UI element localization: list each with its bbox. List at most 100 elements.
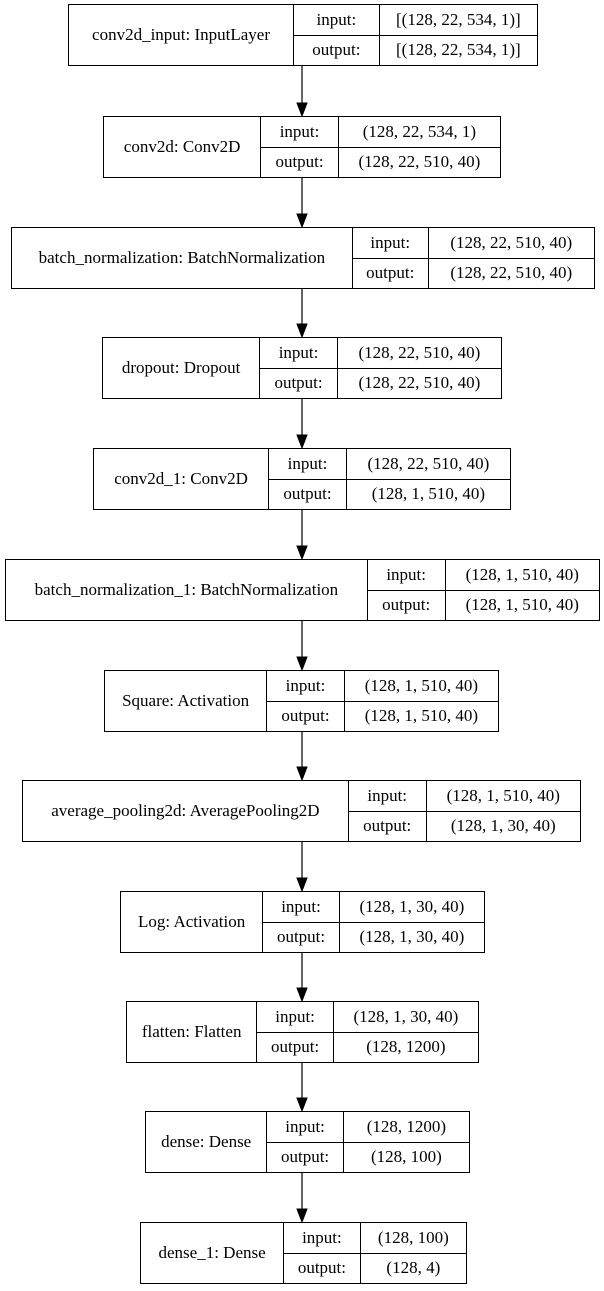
output-label: output:: [363, 816, 412, 836]
input-shape: (128, 1, 510, 40): [344, 671, 498, 702]
layer-name: dense: Dense: [146, 1112, 268, 1172]
output-shape: (128, 100): [370, 1147, 442, 1167]
output-label: output:: [281, 706, 330, 726]
layer-name: batch_normalization_1: BatchNormalizatio…: [6, 560, 368, 620]
output-shape: [(128, 22, 534, 1)]: [396, 40, 521, 60]
connector-arrow: [296, 510, 308, 561]
input-shape: (128, 22, 534, 1): [338, 117, 500, 148]
connector-arrow: [296, 732, 308, 782]
input-shape: (128, 1, 510, 40): [445, 560, 599, 591]
layer-name: dense_1: Dense: [141, 1223, 285, 1283]
shape-column: (128, 1, 30, 40) (128, 1200): [333, 1002, 478, 1062]
arrow-head: [296, 434, 308, 450]
shape-column: (128, 100) (128, 4): [360, 1223, 466, 1283]
shape-column: (128, 22, 534, 1) (128, 22, 510, 40): [338, 117, 500, 177]
input-label: input:: [263, 892, 339, 923]
shape-column: (128, 22, 510, 40) (128, 22, 510, 40): [428, 228, 594, 288]
layer-name: flatten: Flatten: [127, 1002, 258, 1062]
output-label: output:: [382, 595, 431, 615]
io-label-column: input:output:: [257, 1002, 334, 1062]
io-label-column: input: output:: [267, 1112, 344, 1172]
output-shape: (128, 1, 510, 40): [364, 706, 479, 726]
io-label-column: input:output:: [263, 892, 340, 952]
io-label-column: input: output:: [284, 1223, 361, 1283]
output-label: output:: [275, 152, 324, 172]
shape-column: (128, 22, 510, 40) (128, 1, 510, 40): [346, 449, 510, 509]
output-shape: (128, 1200): [366, 1037, 446, 1057]
io-label-column: input: output:: [294, 5, 380, 65]
input-label: input:: [261, 117, 338, 148]
input-shape: (128, 22, 510, 40): [346, 449, 510, 480]
shape-column: (128, 1, 510, 40)(128, 1, 30, 40): [426, 781, 580, 841]
arrow-head: [296, 1097, 308, 1113]
input-label: input:: [284, 1223, 360, 1254]
input-shape: (128, 100): [360, 1223, 466, 1254]
io-label-column: input: output:: [260, 338, 338, 398]
connector-arrow: [296, 289, 308, 339]
input-label: input:: [367, 560, 445, 591]
output-label: output:: [312, 40, 361, 60]
shape-column: (128, 1200) (128, 100): [343, 1112, 469, 1172]
input-shape: (128, 22, 510, 40): [428, 228, 594, 259]
layer-name: conv2d_1: Conv2D: [94, 449, 270, 509]
output-shape: (128, 4): [386, 1258, 441, 1278]
input-label: input:: [267, 1112, 343, 1143]
input-shape: (128, 1, 510, 40): [426, 781, 580, 812]
output-shape: (128, 22, 510, 40): [358, 373, 481, 393]
output-shape: (128, 1, 510, 40): [371, 484, 486, 504]
input-label: input:: [348, 781, 426, 812]
input-shape: (128, 1, 30, 40): [333, 1002, 478, 1033]
layer-name: conv2d: Conv2D: [104, 117, 262, 177]
connector-arrow: [296, 178, 308, 229]
output-label: output:: [280, 1147, 330, 1167]
output-label: output:: [274, 373, 323, 393]
io-label-column: input:output:: [352, 228, 429, 288]
io-label-column: input: output:: [261, 117, 339, 177]
output-shape: (128, 22, 510, 40): [358, 152, 481, 172]
input-shape: (128, 22, 510, 40): [337, 338, 501, 369]
input-shape: [(128, 22, 534, 1)]: [379, 5, 537, 36]
shape-column: (128, 22, 510, 40) (128, 22, 510, 40): [337, 338, 501, 398]
input-label: input:: [294, 5, 379, 36]
input-label: input:: [352, 228, 428, 259]
arrow-head: [296, 102, 308, 118]
layer-name: batch_normalization: BatchNormalization: [12, 228, 353, 288]
connector-arrow: [296, 399, 308, 450]
input-label: input:: [260, 338, 337, 369]
shape-column: (128, 1, 510, 40) (128, 1, 510, 40): [344, 671, 498, 731]
output-label: output:: [283, 484, 332, 504]
connector-arrow: [296, 66, 308, 118]
layer-name: dropout: Dropout: [103, 338, 261, 398]
connector-arrow: [296, 1173, 308, 1224]
arrow-head: [296, 213, 308, 229]
arrow-head: [296, 656, 308, 672]
layer-node-batch-normalization-1: batch_normalization_1: BatchNormalizatio…: [5, 559, 600, 621]
arrow-head: [296, 1208, 308, 1224]
output-label: output:: [270, 1037, 320, 1057]
input-label: input:: [269, 449, 346, 480]
shape-column: [(128, 22, 534, 1)] [(128, 22, 534, 1)]: [379, 5, 537, 65]
layer-name: average_pooling2d: AveragePooling2D: [23, 781, 349, 841]
connector-arrow: [296, 621, 308, 672]
output-shape: (128, 22, 510, 40): [450, 263, 573, 283]
connector-arrow: [296, 842, 308, 893]
output-shape: (128, 1, 30, 40): [359, 927, 465, 947]
input-shape: (128, 1, 30, 40): [339, 892, 484, 923]
io-label-column: input: output:: [348, 781, 427, 841]
input-shape: (128, 1200): [343, 1112, 469, 1143]
arrow-head: [296, 323, 308, 339]
output-label: output:: [297, 1258, 346, 1278]
layer-name: Square: Activation: [105, 671, 268, 731]
